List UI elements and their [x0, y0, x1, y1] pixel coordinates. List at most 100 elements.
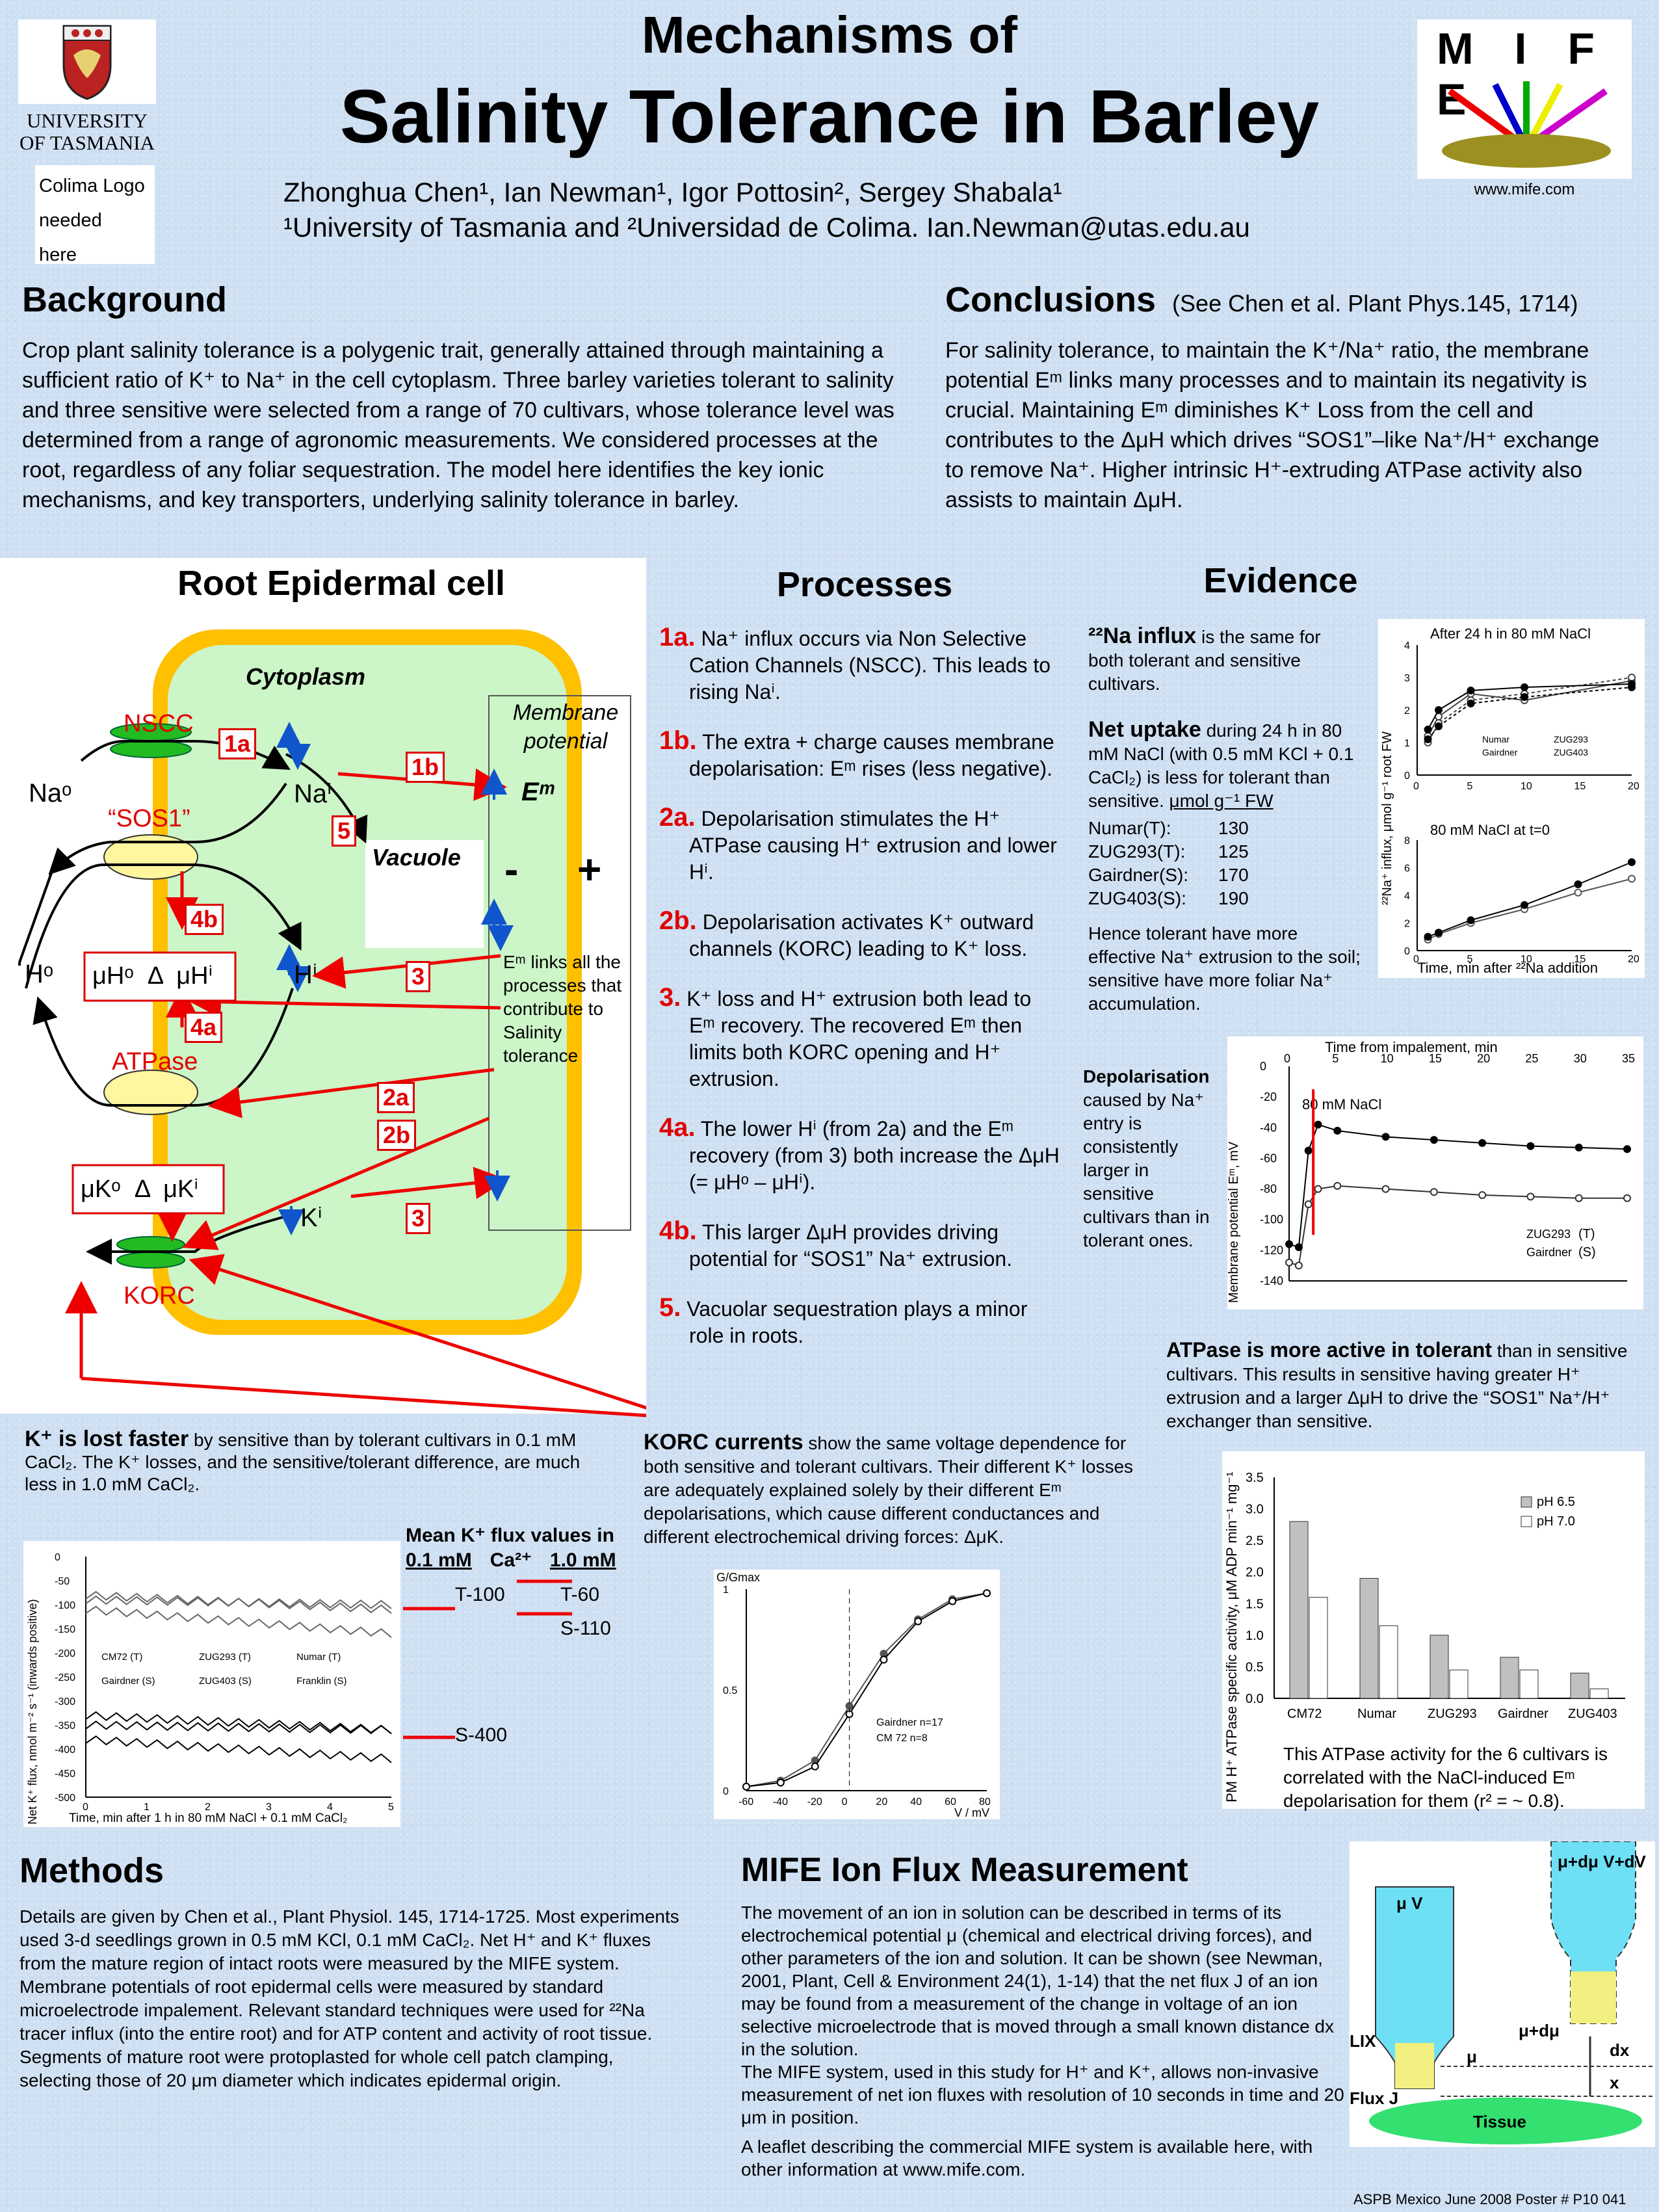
data-point: [1623, 1194, 1631, 1202]
bar: [1589, 1688, 1609, 1699]
tick-label: 15: [1429, 1052, 1442, 1065]
data-point: [1478, 1139, 1487, 1147]
tick-label: 35: [1622, 1052, 1635, 1065]
tick-label: 0.5: [723, 1685, 737, 1696]
tick-label: 10: [1521, 781, 1532, 792]
tick-label: 6: [1404, 863, 1410, 875]
poster-title-line2: Salinity Tolerance in Barley: [339, 74, 1320, 159]
tick-label: 5: [1467, 954, 1473, 965]
tick-label: 80: [979, 1797, 991, 1808]
data-point: [1314, 1120, 1322, 1129]
tick-label: -350: [55, 1720, 75, 1731]
tag-3-bottom: 3: [406, 1203, 431, 1234]
tag-5: 5: [332, 815, 357, 847]
legend-entry: CM 72 n=8: [876, 1733, 928, 1744]
tick-label: 8: [1404, 836, 1410, 847]
legend-entry: ZUG293: [1526, 1228, 1571, 1241]
mean-flux-markers: [403, 1579, 572, 1739]
mife-flux: Flux J: [1350, 2088, 1398, 2108]
data-point: [742, 1782, 750, 1791]
data-point: [1628, 875, 1636, 883]
mife-mu-dv: μ+dμ V+dV: [1558, 1852, 1647, 1871]
bar: [1359, 1577, 1379, 1699]
plus-sign: +: [577, 846, 602, 893]
data-point: [1381, 1133, 1390, 1141]
vacuole: [365, 840, 484, 948]
legend-entry: pH 7.0: [1537, 1514, 1575, 1529]
legend-entry: ZUG403: [1554, 747, 1588, 757]
mife-logo: M I F E www.mife.com: [1417, 20, 1632, 198]
bar: [1289, 1521, 1309, 1699]
membrane-potential-box: [488, 695, 631, 1231]
mife-rays-icon: [1442, 81, 1611, 168]
tick-label: -100: [1260, 1213, 1283, 1226]
bar: [1379, 1625, 1398, 1699]
tick-label: 10: [1521, 954, 1532, 965]
legend-swatch: [1521, 1496, 1532, 1508]
nacl-annotation: 80 mM NaCl: [1302, 1096, 1381, 1113]
mife-dx: dx: [1610, 2040, 1630, 2060]
legend-entry: ZUG293: [1554, 734, 1588, 744]
tag-1b: 1b: [406, 752, 445, 783]
tick-label: 25: [1525, 1052, 1538, 1065]
tick-label: 0: [1413, 781, 1419, 792]
table-row: ZUG403(S):190: [1088, 888, 1249, 908]
mu-h-box: [83, 951, 237, 1002]
chart-ylabel: Net K⁺ flux, nmol m⁻² s⁻¹ (inwards posit…: [26, 1599, 39, 1824]
legend-entry: Franklin (S): [296, 1676, 347, 1687]
tag-3-top: 3: [406, 961, 431, 992]
data-point: [1526, 1142, 1535, 1150]
tick-label: -50: [55, 1576, 70, 1587]
k-flux-chart: Net K⁺ flux, nmol m⁻² s⁻¹ (inwards posit…: [23, 1541, 400, 1827]
tick-label: 20: [876, 1797, 887, 1808]
em-label: Eᵐ: [521, 778, 555, 806]
tick-label: -20: [807, 1797, 822, 1808]
na-influx-chart: After 24 h in 80 mM NaCl 80 mM NaCl at t…: [1378, 619, 1645, 978]
methods-text: Details are given by Chen et al., Plant …: [20, 1906, 679, 2090]
tick-label: ZUG293: [1428, 1707, 1477, 1721]
data-point: [1424, 932, 1432, 941]
data-point: [1574, 888, 1582, 897]
tick-label: 0: [83, 1802, 88, 1813]
data-point: [1478, 1191, 1487, 1199]
tick-label: 3.0: [1246, 1503, 1264, 1517]
series-line: [85, 1590, 392, 1614]
data-point: [1435, 928, 1443, 937]
mife-lix: LIX: [1350, 2031, 1376, 2051]
process-5: 5. Vacuolar sequestration plays a minor …: [659, 1293, 1028, 1348]
flux-s110: S-110: [560, 1618, 611, 1639]
tick-label: 0: [1404, 946, 1410, 957]
process-list: 1a. Na⁺ influx occurs via Non Selective …: [659, 624, 1062, 1371]
tick-label: 1.0: [1246, 1629, 1264, 1643]
data-point: [1628, 674, 1636, 681]
chart-ylabel: PM H⁺ ATPase specific activity, μM ADP m…: [1223, 1472, 1240, 1802]
tick-label: Numar: [1357, 1707, 1396, 1721]
legend-entry: Gairdner: [1482, 747, 1518, 757]
mean-flux-title: Mean K⁺ flux values in: [406, 1525, 614, 1546]
chart-title-bottom: 80 mM NaCl at t=0: [1430, 822, 1550, 838]
tick-label: 0.0: [1246, 1692, 1264, 1706]
tick-label: 5: [1467, 781, 1473, 792]
legend-label: (S): [1578, 1245, 1596, 1259]
tick-label: 0: [1260, 1060, 1266, 1073]
tick-label: -140: [1260, 1274, 1283, 1287]
data-point: [1294, 1261, 1303, 1270]
data-point: [1285, 1258, 1293, 1267]
tick-label: 20: [1628, 781, 1639, 792]
tick-label: Gairdner: [1498, 1707, 1548, 1721]
data-point: [1435, 706, 1443, 714]
legend-entry: ZUG403 (S): [199, 1676, 252, 1687]
background-heading: Background: [22, 280, 228, 319]
tick-label: -120: [1260, 1244, 1283, 1257]
sos1-label: “SOS1”: [108, 805, 190, 832]
membrane-potential-label: Membrane potential: [512, 700, 619, 754]
chart-xlabel: Time, min after ²²Na addition: [1417, 960, 1598, 976]
tick-label: -300: [55, 1696, 75, 1707]
tick-label: 2: [205, 1802, 211, 1813]
series-line: [85, 1605, 392, 1639]
mife-heading: MIFE Ion Flux Measurement: [741, 1851, 1188, 1889]
legend-label: (T): [1578, 1227, 1595, 1241]
tick-label: 2: [1404, 705, 1410, 717]
tick-label: 20: [1628, 954, 1639, 965]
